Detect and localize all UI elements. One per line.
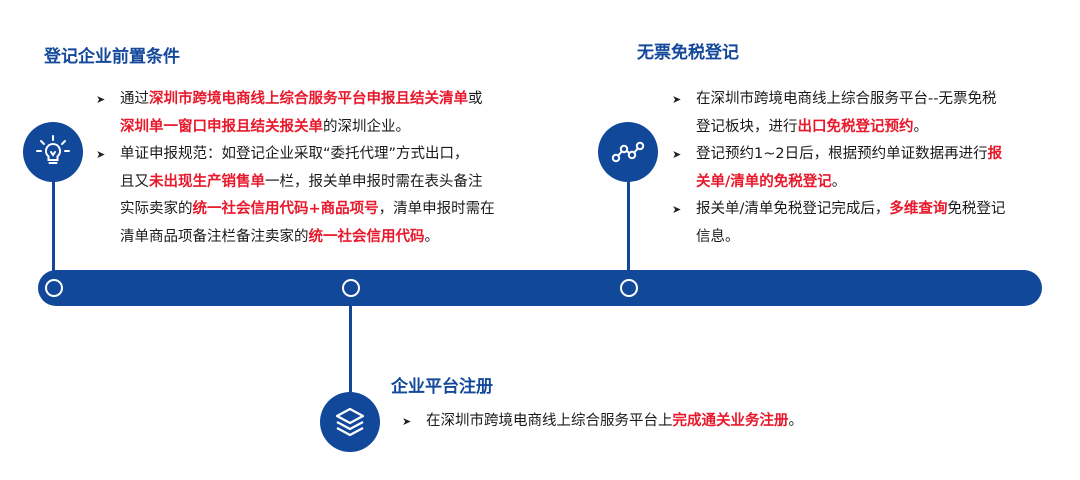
list-item: ➤ 报关单/清单免税登记完成后，多维查询免税登记 信息。 bbox=[670, 196, 1070, 251]
lightbulb-icon bbox=[23, 122, 83, 182]
timeline-node-2 bbox=[342, 279, 360, 297]
connector-1 bbox=[52, 176, 55, 279]
section-title-tax-exempt-registration: 无票免税登记 bbox=[637, 43, 739, 63]
layers-stack-icon bbox=[320, 392, 380, 452]
nodes-line-icon bbox=[598, 122, 658, 182]
timeline-node-1 bbox=[45, 279, 63, 297]
connector-3 bbox=[627, 176, 630, 279]
section-title-platform-registration: 企业平台注册 bbox=[391, 377, 493, 397]
list-item: ➤ 登记预约1~2日后，根据预约单证数据再进行报 关单/清单的免税登记。 bbox=[670, 141, 1070, 196]
arrow-bullet-icon: ➤ bbox=[96, 148, 106, 161]
tax-exempt-list: ➤ 在深圳市跨境电商线上综合服务平台--无票免税 登记板块，进行出口免税登记预约… bbox=[670, 86, 1070, 251]
list-item: ➤ 在深圳市跨境电商线上综合服务平台--无票免税 登记板块，进行出口免税登记预约… bbox=[670, 86, 1070, 141]
list-item: ➤ 通过深圳市跨境电商线上综合服务平台申报且结关清单或 深圳单一窗口申报且结关报… bbox=[94, 86, 564, 141]
list-item: ➤ 单证申报规范：如登记企业采取“委托代理”方式出口， 且又未出现生产销售单一栏… bbox=[94, 141, 564, 251]
timeline-node-3 bbox=[620, 279, 638, 297]
section-title-prerequisites: 登记企业前置条件 bbox=[44, 47, 180, 67]
arrow-bullet-icon: ➤ bbox=[96, 93, 106, 106]
arrow-bullet-icon: ➤ bbox=[672, 203, 682, 216]
connector-2 bbox=[349, 297, 352, 392]
arrow-bullet-icon: ➤ bbox=[672, 93, 682, 106]
platform-registration-list: ➤ 在深圳市跨境电商线上综合服务平台上完成通关业务注册。 bbox=[400, 408, 920, 436]
list-item: ➤ 在深圳市跨境电商线上综合服务平台上完成通关业务注册。 bbox=[400, 408, 920, 436]
timeline-bar bbox=[38, 270, 1042, 306]
prerequisites-list: ➤ 通过深圳市跨境电商线上综合服务平台申报且结关清单或 深圳单一窗口申报且结关报… bbox=[94, 86, 564, 251]
arrow-bullet-icon: ➤ bbox=[672, 148, 682, 161]
arrow-bullet-icon: ➤ bbox=[402, 415, 412, 428]
